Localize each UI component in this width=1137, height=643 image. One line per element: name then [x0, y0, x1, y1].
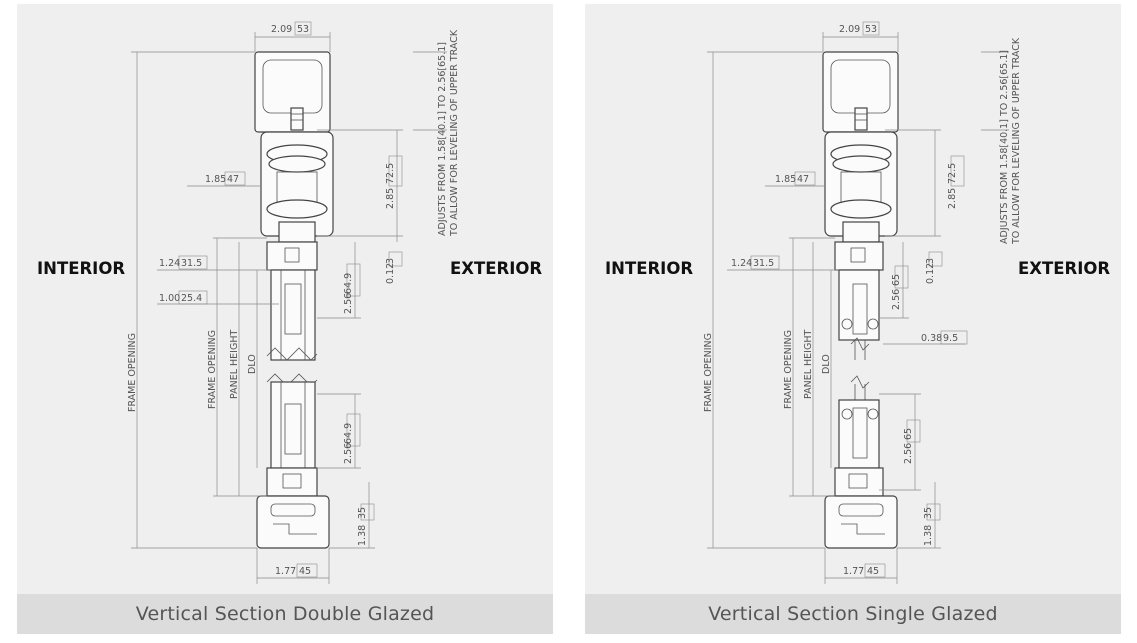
upper-value: 2.85: [947, 188, 958, 209]
panel-bottom-rail: [834, 467, 884, 497]
exterior-label: EXTERIOR: [450, 259, 543, 278]
gap-value: 0.12: [385, 263, 396, 284]
sill-height-value: 1.38: [357, 525, 368, 546]
caption: Vertical Section Double Glazed: [17, 594, 553, 634]
panel-height-label: PANEL HEIGHT: [803, 330, 814, 399]
glass-width-mm: 9.5: [943, 333, 958, 344]
glass-top-value: 2.56: [343, 293, 354, 314]
sill-width-mm: 45: [299, 566, 311, 577]
upper-mm: 72.5: [947, 163, 958, 184]
sill-height-mm: 35: [357, 507, 368, 519]
glass-top-mm: 64.9: [343, 273, 354, 294]
panel-top-rail: [266, 241, 318, 271]
interior-label: INTERIOR: [37, 259, 126, 278]
single-glazed-panel: 2.09 53 FRAME: [585, 4, 1121, 634]
panel-bottom-rail: [266, 467, 318, 497]
sill-width-value: 1.77: [275, 566, 296, 577]
sill-height-value: 1.38: [923, 525, 934, 546]
frame-w1-mm: 31.5: [753, 258, 774, 269]
double-glazed-panel: 2.09 53: [17, 4, 553, 634]
frame-opening-label: FRAME OPENING: [703, 333, 714, 412]
glass-width-value: 0.38: [921, 333, 942, 344]
glass-upper: [270, 269, 316, 361]
glass-bottom-value: 2.56: [903, 443, 914, 464]
glass-bottom-value: 2.56: [343, 443, 354, 464]
adjust-note-line2: TO ALLOW FOR LEVELING OF UPPER TRACK: [1011, 37, 1022, 245]
sill-width-mm: 45: [867, 566, 879, 577]
frame-w1-value: 1.24: [731, 258, 752, 269]
adjust-note-line1: ADJUSTS FROM 1.58[40.1] TO 2.56[65.1]: [437, 42, 448, 236]
track-depth-value: 1.85: [775, 174, 796, 185]
adjust-screw: [290, 107, 304, 131]
frame-opening-label: FRAME OPENING: [127, 333, 138, 412]
interior-label: INTERIOR: [605, 259, 694, 278]
gap-mm: 3: [925, 258, 936, 264]
glass-top-value: 2.56: [891, 289, 902, 310]
top-width-value: 2.09: [271, 24, 292, 35]
track-depth-value: 1.85: [205, 174, 226, 185]
glass-bottom-mm: 65: [903, 428, 914, 440]
frame-opening-inner-label: FRAME OPENING: [207, 330, 218, 409]
glass-width-mm: 25.4: [181, 293, 202, 304]
caption: Vertical Section Single Glazed: [585, 594, 1121, 634]
adjust-screw: [854, 107, 868, 131]
top-width-value: 2.09: [839, 24, 860, 35]
panel-top-rail: [834, 241, 884, 271]
sill-height-mm: 35: [923, 507, 934, 519]
adjust-note-line1: ADJUSTS FROM 1.58[40.1] TO 2.56[65.1]: [999, 50, 1010, 244]
frame-opening-inner-label: FRAME OPENING: [783, 330, 794, 409]
upper-mm: 72.5: [385, 163, 396, 184]
gap-value: 0.12: [925, 263, 936, 284]
top-width-mm: 53: [865, 24, 877, 35]
sill-track: [824, 495, 898, 549]
panel-height-label: PANEL HEIGHT: [229, 330, 240, 399]
glass-lower: [270, 381, 316, 469]
track-depth-mm: 47: [227, 174, 239, 185]
sill-width-value: 1.77: [843, 566, 864, 577]
adjust-note-line2: TO ALLOW FOR LEVELING OF UPPER TRACK: [449, 29, 460, 237]
track-depth-mm: 47: [797, 174, 809, 185]
top-width-mm: 53: [297, 24, 309, 35]
sill-track: [256, 495, 330, 549]
frame-w1-value: 1.24: [159, 258, 180, 269]
dlo-label: DLO: [247, 354, 258, 374]
frame-w1-mm: 31.5: [181, 258, 202, 269]
glass-bottom-mm: 64.9: [343, 423, 354, 444]
upper-value: 2.85: [385, 188, 396, 209]
glass-width-value: 1.00: [159, 293, 180, 304]
single-glazed-drawing: 2.09 53 FRAME: [703, 21, 1022, 584]
dlo-label: DLO: [821, 354, 832, 374]
glass-top-mm: 65: [891, 274, 902, 286]
double-glazed-drawing: 2.09 53: [127, 21, 460, 584]
glass-upper: [838, 269, 880, 341]
gap-mm: 3: [385, 258, 396, 264]
exterior-label: EXTERIOR: [1018, 259, 1111, 278]
